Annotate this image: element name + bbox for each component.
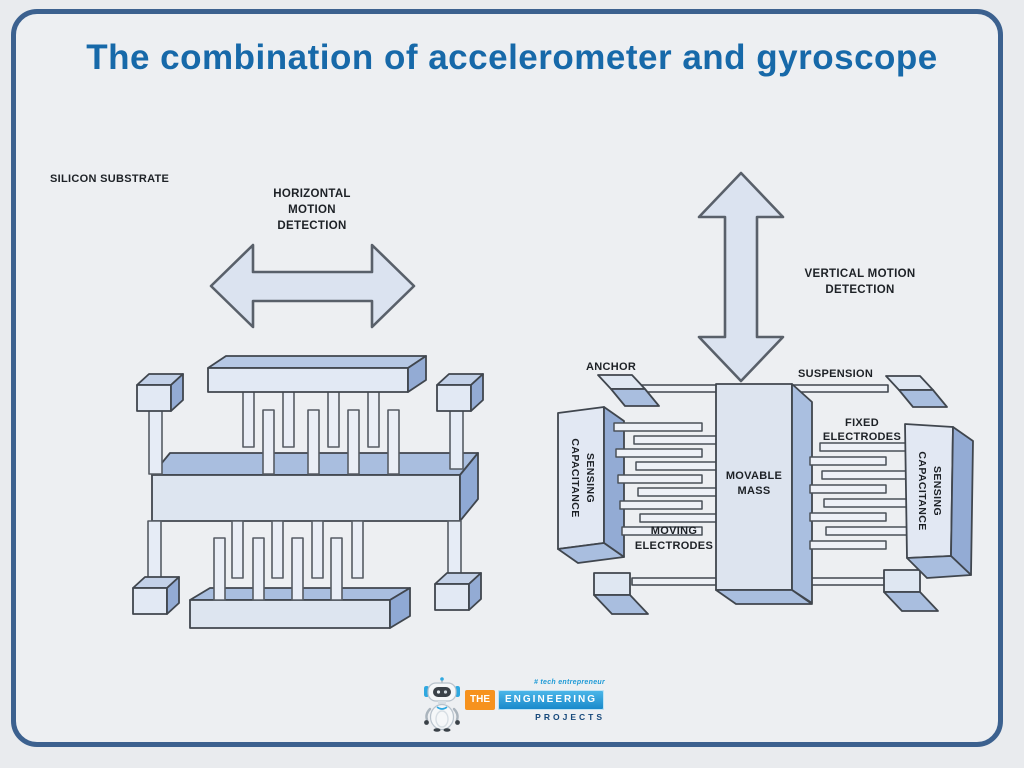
- logo-projects-text: PROJECTS: [535, 712, 605, 722]
- brand-logo: # tech entrepreneur THE ENGINEERING PROJ…: [423, 674, 608, 734]
- movable-mass-label: MOVABLE MASS: [725, 470, 783, 497]
- capacitance-left-word2: SENSING: [584, 452, 596, 504]
- anchor-cube-top-left: [136, 373, 184, 412]
- corner-pillars: [147, 405, 464, 584]
- horizontal-motion-label: HORIZONTAL MOTION DETECTION: [273, 188, 351, 232]
- capacitance-box-left: [557, 406, 625, 564]
- logo-wordmark: THE ENGINEERING: [465, 690, 605, 710]
- anchor-cube-bottom-left: [132, 576, 180, 615]
- comb-fingers-top: [242, 389, 400, 475]
- vertical-motion-label: VERTICAL MOTION DETECTION: [804, 268, 916, 296]
- gyro-anchor-bottom-left: [593, 572, 649, 615]
- anchor-label: ANCHOR: [586, 361, 637, 373]
- capacitance-right-word1: CAPACITANCE: [916, 451, 928, 531]
- title-line-2: and gyroscope: [682, 38, 938, 77]
- logo-tagline: # tech entrepreneur: [533, 679, 605, 686]
- logo-text-block: # tech entrepreneur THE ENGINEERING PROJ…: [465, 678, 605, 722]
- accelerometer-structure: [132, 243, 484, 629]
- comb-fingers-bottom: [213, 520, 364, 601]
- moving-electrodes-label: MOVING ELECTRODES: [634, 525, 714, 552]
- logo-engineering-badge: ENGINEERING: [498, 690, 605, 710]
- gyroscope-structure: [557, 171, 974, 615]
- anchor-cube-top-right: [436, 373, 484, 412]
- capacitance-left-word1: CAPACITANCE: [569, 438, 581, 518]
- vertical-motion-arrow-icon: [697, 171, 785, 383]
- gyro-suspension-bottom-right: [883, 569, 939, 612]
- gyro-right-comb: [809, 442, 909, 550]
- fixed-electrodes-label: FIXED ELECTRODES: [822, 417, 902, 443]
- robot-mascot-icon: [424, 677, 460, 732]
- horizontal-motion-arrow-icon: [209, 243, 416, 329]
- page-title: The combination of accelerometer and gyr…: [0, 36, 1024, 80]
- top-electrode-bar: [207, 355, 427, 393]
- suspension-label: SUSPENSION: [798, 368, 874, 380]
- title-line-1: The combination of accelerometer: [86, 38, 673, 77]
- capacitance-right-word2: SENSING: [931, 465, 943, 517]
- logo-the-badge: THE: [465, 690, 495, 710]
- gyro-anchor-top-left: [597, 374, 660, 407]
- gyro-left-comb: [613, 422, 719, 536]
- anchor-cube-bottom-right: [434, 572, 482, 611]
- gyro-suspension-top-right: [885, 375, 948, 408]
- capacitance-box-right: [904, 423, 974, 579]
- silicon-substrate-label: SILICON SUBSTRATE: [50, 173, 170, 185]
- movable-mass-block: [715, 383, 813, 605]
